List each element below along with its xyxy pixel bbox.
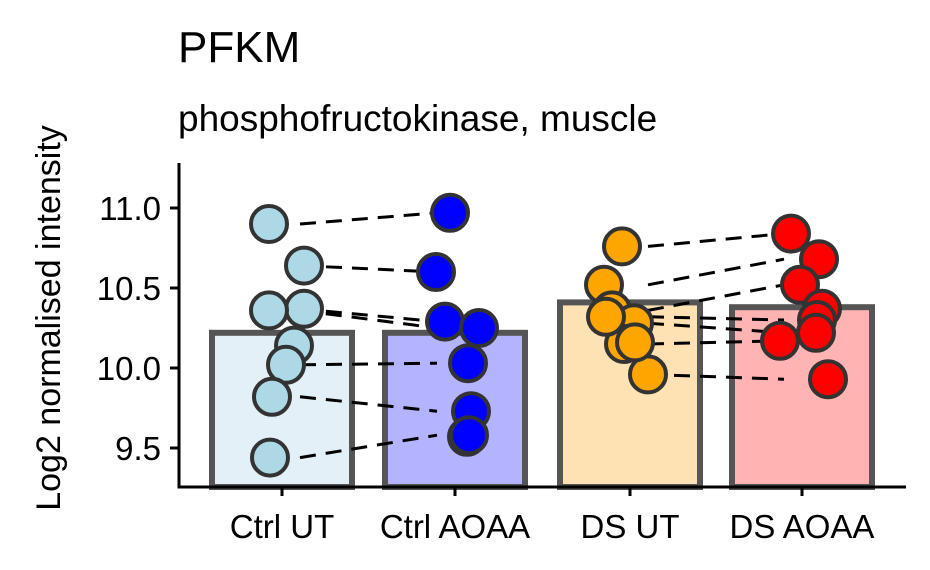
data-point xyxy=(448,343,488,384)
pair-line xyxy=(647,232,785,248)
data-point xyxy=(449,415,489,456)
data-point xyxy=(250,437,290,478)
data-point xyxy=(249,204,289,244)
data-point xyxy=(760,320,800,361)
data-point xyxy=(284,245,324,286)
pair-line xyxy=(647,321,785,335)
pair-line xyxy=(299,308,438,330)
pair-line xyxy=(647,257,785,287)
data-point xyxy=(586,296,626,337)
y-axis-label: Log2 normalised intensity xyxy=(30,125,68,511)
chart-subtitle: phosphofructokinase, muscle xyxy=(178,98,657,139)
pair-line xyxy=(299,264,438,274)
pair-line xyxy=(299,361,438,367)
data-point xyxy=(249,290,289,331)
x-tick-label: Ctrl UT xyxy=(230,508,334,545)
data-point xyxy=(284,288,324,329)
data-point xyxy=(416,252,456,292)
pair-line xyxy=(299,211,438,226)
data-point xyxy=(808,359,848,400)
data-point xyxy=(615,322,655,363)
pair-line xyxy=(299,307,438,324)
pair-line xyxy=(299,433,438,460)
data-point xyxy=(459,308,499,348)
pair-line xyxy=(647,372,785,381)
data-point xyxy=(771,213,811,254)
y-tick-label: 10.5 xyxy=(97,270,161,307)
pair-line xyxy=(647,283,785,312)
y-tick-label: 11.0 xyxy=(99,190,161,227)
x-tick-label: DS AOAA xyxy=(730,508,875,545)
pair-line xyxy=(647,315,785,322)
data-point xyxy=(430,192,470,233)
y-tick-label: 9.5 xyxy=(115,430,161,467)
pair-line xyxy=(299,395,438,413)
y-tick-label: 10.0 xyxy=(97,350,161,387)
data-point xyxy=(602,226,642,267)
bar-4 xyxy=(729,304,875,491)
x-tick-label: DS UT xyxy=(581,508,680,545)
data-point xyxy=(252,376,292,417)
data-point xyxy=(796,312,836,353)
data-point xyxy=(425,301,465,342)
chart-title: PFKM xyxy=(178,23,300,72)
x-tick-label: Ctrl AOAA xyxy=(380,508,530,545)
